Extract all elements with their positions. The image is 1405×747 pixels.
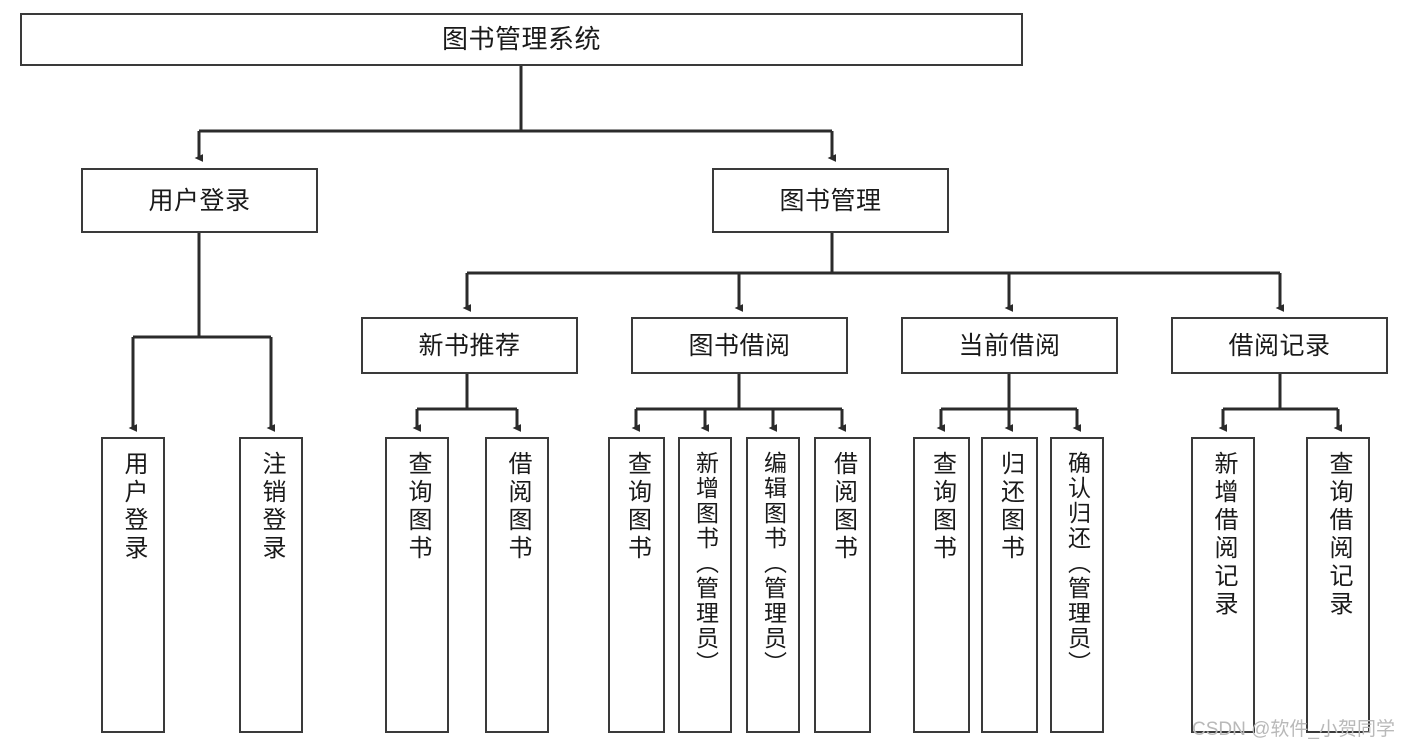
leaf-newbook-query-book[interactable]: 查询图书 bbox=[385, 437, 449, 733]
leaf-record-add-record[interactable]: 新增借阅记录 bbox=[1191, 437, 1255, 733]
node-book-borrow[interactable]: 图书借阅 bbox=[631, 317, 848, 374]
node-label: 新书推荐 bbox=[418, 331, 521, 360]
node-label: 新增借阅记录 bbox=[1210, 451, 1237, 619]
node-label: 用户登录 bbox=[148, 186, 251, 215]
node-label: 当前借阅 bbox=[958, 331, 1061, 360]
node-label: 查询图书 bbox=[928, 451, 956, 563]
leaf-borrow-edit-book-admin[interactable]: 编辑图书（管理员） bbox=[746, 437, 800, 733]
node-label: 借阅记录 bbox=[1228, 331, 1331, 360]
node-user-login[interactable]: 用户登录 bbox=[81, 168, 318, 233]
node-label: 查询图书 bbox=[623, 451, 651, 563]
csdn-watermark: CSDN @软件_小贺同学 bbox=[1192, 719, 1395, 740]
leaf-newbook-borrow-book[interactable]: 借阅图书 bbox=[485, 437, 549, 733]
leaf-borrow-borrow-book[interactable]: 借阅图书 bbox=[814, 437, 871, 733]
node-label: 借阅图书 bbox=[829, 451, 857, 563]
leaf-current-return-book[interactable]: 归还图书 bbox=[981, 437, 1038, 733]
node-label: 用户登录 bbox=[120, 451, 147, 563]
leaf-current-query-book[interactable]: 查询图书 bbox=[913, 437, 970, 733]
node-borrow-record[interactable]: 借阅记录 bbox=[1171, 317, 1388, 374]
node-current-borrow[interactable]: 当前借阅 bbox=[901, 317, 1118, 374]
leaf-borrow-add-book-admin[interactable]: 新增图书（管理员） bbox=[678, 437, 732, 733]
node-label: 图书管理 bbox=[779, 186, 882, 215]
leaf-user-login[interactable]: 用户登录 bbox=[101, 437, 165, 733]
node-book-management[interactable]: 图书管理 bbox=[712, 168, 949, 233]
node-label: 确认归还（管理员） bbox=[1064, 451, 1091, 676]
node-label: 注销登录 bbox=[258, 451, 285, 563]
leaf-current-confirm-return-admin[interactable]: 确认归还（管理员） bbox=[1050, 437, 1104, 733]
leaf-borrow-query-book[interactable]: 查询图书 bbox=[608, 437, 665, 733]
node-root-system[interactable]: 图书管理系统 bbox=[20, 13, 1023, 66]
node-label: 查询借阅记录 bbox=[1325, 451, 1352, 619]
node-label: 借阅图书 bbox=[504, 451, 531, 563]
node-label: 新增图书（管理员） bbox=[692, 451, 719, 676]
node-label: 图书管理系统 bbox=[441, 23, 601, 54]
leaf-record-query-record[interactable]: 查询借阅记录 bbox=[1306, 437, 1370, 733]
node-label: 编辑图书（管理员） bbox=[760, 451, 787, 676]
leaf-user-logout[interactable]: 注销登录 bbox=[239, 437, 303, 733]
node-new-book-recommend[interactable]: 新书推荐 bbox=[361, 317, 578, 374]
node-label: 查询图书 bbox=[404, 451, 431, 563]
node-label: 图书借阅 bbox=[688, 331, 791, 360]
node-label: 归还图书 bbox=[996, 451, 1024, 563]
